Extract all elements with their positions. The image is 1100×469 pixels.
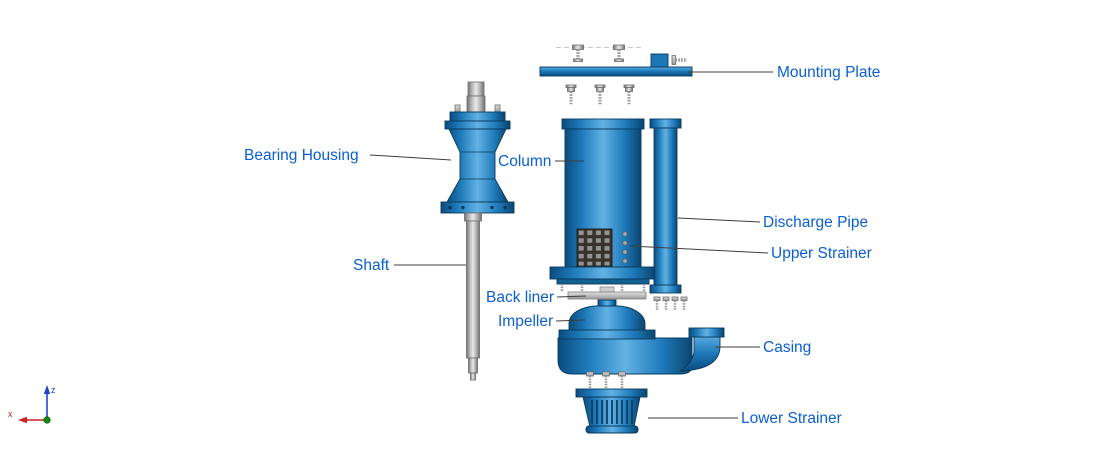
pipe-body (653, 127, 678, 286)
y-axis-origin-dot (43, 416, 51, 424)
x-axis-arrow (18, 416, 27, 424)
flange-bolt-hole (461, 205, 465, 210)
shaft-part (464, 212, 482, 381)
column-part (549, 118, 657, 292)
z-axis-arrow (43, 385, 51, 394)
plate-screw (572, 44, 584, 62)
leader-line-impeller (555, 319, 586, 322)
casing-part (557, 327, 725, 375)
label-impeller: Impeller (498, 313, 553, 330)
housing-top-flange (444, 120, 511, 130)
label-bearing-housing: Bearing Housing (244, 147, 359, 164)
label-upper-strainer: Upper Strainer (771, 245, 872, 262)
leader-lines (369, 71, 773, 419)
column-flange-step (556, 278, 650, 285)
label-mounting-plate: Mounting Plate (777, 64, 880, 81)
back-liner-hub (599, 286, 615, 293)
label-casing: Casing (763, 339, 811, 356)
plate-stud (594, 84, 606, 105)
pipe-bottom-flange (649, 284, 682, 294)
shaft-body (466, 212, 480, 359)
plate-block (650, 53, 669, 69)
plate-stud (565, 84, 577, 105)
leader-line-bearing-housing (369, 154, 452, 161)
casing-top-flange (558, 329, 656, 340)
leader-line-discharge-pipe (677, 217, 761, 223)
flange-studs (560, 284, 646, 292)
impeller-body (568, 305, 646, 333)
window-bolts (622, 231, 628, 264)
plate-side-bolt (671, 55, 687, 65)
back-liner-plate (567, 291, 647, 300)
pipe-bolts (653, 296, 688, 310)
column-top-rim (561, 118, 645, 130)
discharge-pipe-part (649, 118, 688, 310)
shaft-stub-lower (466, 95, 486, 113)
elbow-flange (688, 327, 725, 338)
axis-indicator: z x (8, 385, 56, 424)
cap-bolt (494, 104, 501, 113)
housing-top-cap (449, 111, 506, 122)
impeller-part (568, 299, 646, 333)
plate-stud (623, 84, 635, 105)
shaft-step (468, 357, 478, 374)
label-lower-strainer: Lower Strainer (741, 410, 842, 427)
casing-volute (557, 337, 693, 375)
strainer-bolts (586, 371, 626, 388)
housing-bottom-flange (440, 201, 515, 214)
flange-bolt-hole (448, 205, 452, 210)
leader-line-back-liner (556, 295, 587, 298)
label-back-liner: Back liner (486, 289, 554, 306)
shaft-stub-upper (467, 81, 485, 97)
pipe-top-flange (649, 118, 682, 129)
strainer-slots (591, 400, 633, 424)
flange-bolt-hole (503, 205, 507, 210)
lower-strainer-part (575, 371, 648, 434)
bearing-housing-part (440, 81, 515, 214)
label-discharge-pipe: Discharge Pipe (763, 214, 868, 231)
z-axis-label: z (51, 385, 56, 395)
shaft-tip (470, 372, 476, 381)
back-liner-part (567, 286, 647, 300)
upper-strainer-window (576, 228, 613, 267)
part-labels: Mounting Plate Bearing Housing Column Sh… (244, 64, 880, 427)
mounting-plate-part (539, 44, 693, 105)
label-column: Column (498, 153, 551, 170)
plate-screw (613, 44, 625, 62)
label-shaft: Shaft (353, 257, 390, 274)
column-bottom-flange (549, 266, 657, 280)
casing-elbow (679, 336, 721, 372)
cap-bolt (454, 104, 461, 113)
mounting-plate-body (539, 66, 693, 77)
x-axis-label: x (8, 409, 13, 419)
flange-bolt-hole (490, 205, 494, 210)
strainer-flange (575, 388, 648, 398)
shaft-collar (464, 212, 482, 222)
strainer-bottom-rim (585, 425, 639, 434)
leader-line-upper-strainer (629, 245, 769, 254)
